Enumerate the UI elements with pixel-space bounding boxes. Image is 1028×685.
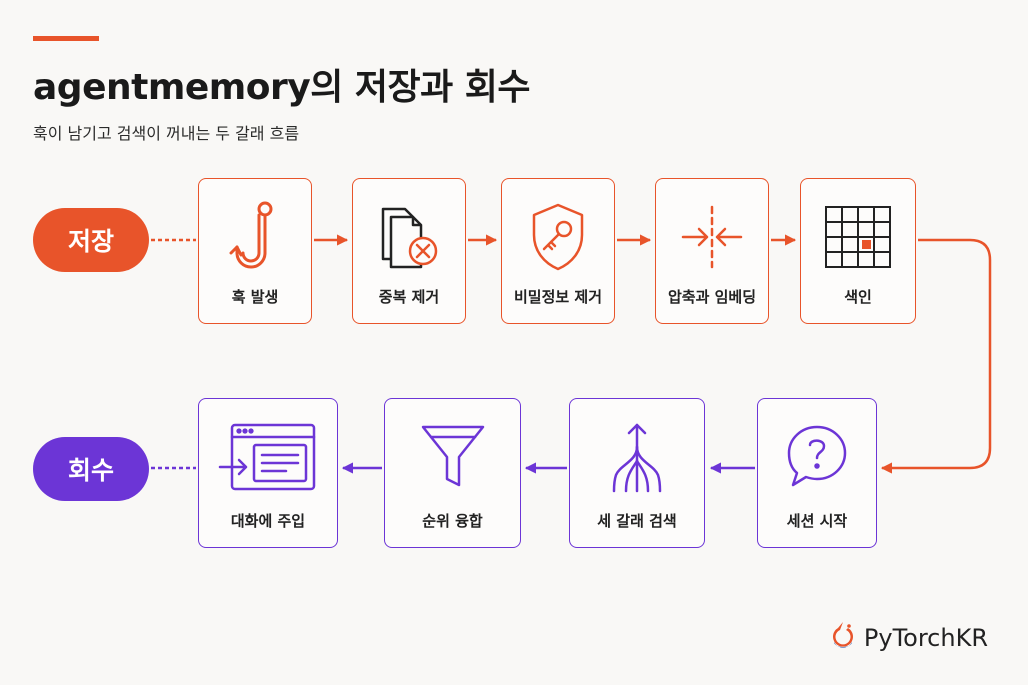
recall-step-label: 대화에 주입 — [230, 512, 306, 530]
recall-step-inject: 대화에 주입 — [198, 398, 338, 548]
store-step-hook: 훅 발생 — [198, 178, 312, 324]
page-subtitle: 훅이 남기고 검색이 꺼내는 두 갈래 흐름 — [33, 124, 300, 143]
recall-lane-pill: 회수 — [33, 437, 149, 501]
inject-window-icon — [199, 421, 337, 493]
store-lane-pill: 저장 — [33, 208, 149, 272]
index-grid-icon — [801, 201, 915, 273]
store-step-label: 비밀정보 제거 — [513, 288, 603, 306]
page-title: agentmemory의 저장과 회수 — [33, 67, 531, 108]
question-bubble-icon — [758, 421, 876, 493]
recall-step-rank-fusion: 순위 융합 — [384, 398, 521, 548]
pytorch-logo-icon — [830, 621, 856, 655]
three-way-branch-icon — [570, 421, 704, 493]
store-step-dedupe: 중복 제거 — [352, 178, 466, 324]
recall-step-session-start: 세션 시작 — [757, 398, 877, 548]
store-step-index: 색인 — [800, 178, 916, 324]
store-step-secrets: 비밀정보 제거 — [501, 178, 615, 324]
store-step-label: 색인 — [844, 288, 872, 306]
recall-step-label: 세션 시작 — [786, 512, 848, 530]
store-step-label: 중복 제거 — [378, 288, 440, 306]
store-step-label: 압축과 임베딩 — [667, 288, 757, 306]
recall-step-label: 순위 융합 — [422, 512, 483, 530]
recall-step-label: 세 갈래 검색 — [597, 512, 677, 530]
hook-icon — [199, 201, 311, 273]
funnel-icon — [385, 421, 520, 493]
brand-name: PyTorchKR — [863, 624, 988, 652]
compress-icon — [656, 201, 768, 273]
shield-key-icon — [502, 201, 614, 273]
store-step-compress: 압축과 임베딩 — [655, 178, 769, 324]
title-accent-bar — [33, 36, 99, 41]
duplicate-remove-icon — [353, 201, 465, 273]
recall-step-three-way-search: 세 갈래 검색 — [569, 398, 705, 548]
store-step-label: 훅 발생 — [231, 288, 279, 306]
brand: PyTorchKR — [830, 621, 988, 655]
